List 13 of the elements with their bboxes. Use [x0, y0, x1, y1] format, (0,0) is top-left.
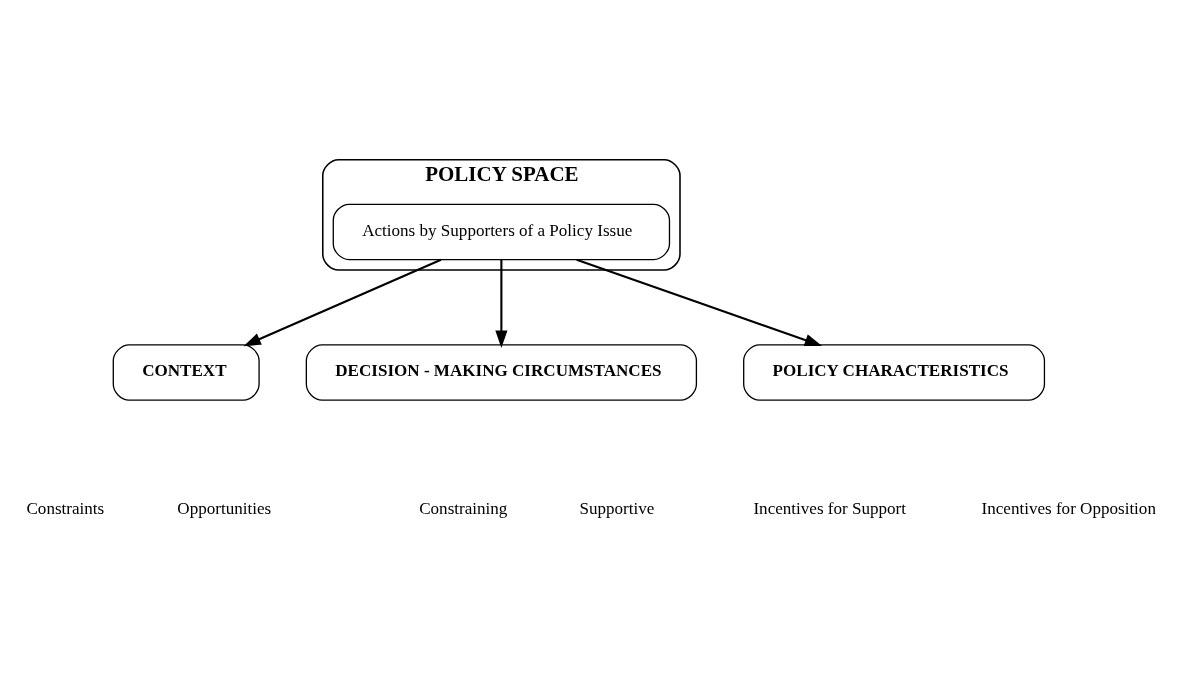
label: Incentives for Support: [753, 498, 907, 518]
node-box: DECISION - MAKING CIRCUMSTANCES: [305, 344, 698, 401]
label: Constraining: [419, 498, 508, 518]
arrow: [243, 258, 442, 347]
label: Supportive: [579, 498, 655, 518]
label: Opportunities: [177, 498, 272, 518]
label: Incentives for Opposition: [981, 498, 1156, 518]
arrow: [576, 258, 823, 346]
node-box: POLICY CHARACTERISTICS: [743, 344, 1046, 401]
label: Constraints: [26, 498, 105, 518]
node-box: Actions by Supporters of a Policy Issue: [332, 203, 671, 261]
node-box: CONTEXT: [112, 344, 260, 401]
arrow: [495, 259, 508, 348]
